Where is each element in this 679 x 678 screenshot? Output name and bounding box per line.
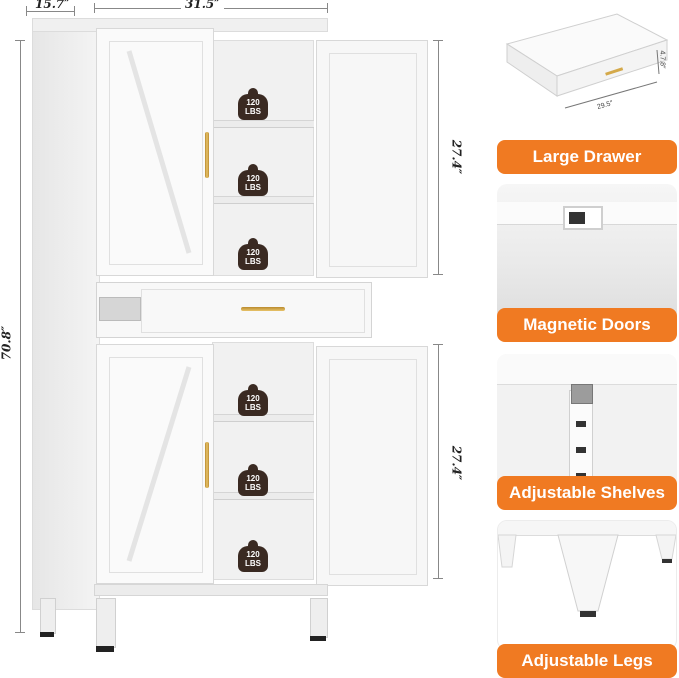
upper-left-door <box>96 28 214 276</box>
lower-height-label: 27.4″ <box>449 442 464 484</box>
weight-value: 120 <box>246 474 260 483</box>
weight-unit: LBS <box>245 483 261 492</box>
lower-interior <box>212 342 314 580</box>
leg-foot <box>40 632 54 637</box>
barn-door-pattern <box>126 50 192 254</box>
lower-right-door-open <box>316 346 428 586</box>
drawer-depth-label: 4.7.8″ <box>658 50 666 69</box>
upper-door-handle <box>205 132 209 178</box>
weight-value: 120 <box>246 248 260 257</box>
leg <box>40 598 56 634</box>
width-label: 31.5″ <box>181 0 224 11</box>
weight-unit: LBS <box>245 559 261 568</box>
leg-illustration <box>498 534 676 617</box>
weight-unit: LBS <box>245 257 261 266</box>
feature-photo-magnetic <box>497 184 677 322</box>
upper-shelf-2 <box>212 196 314 204</box>
weight-unit: LBS <box>245 183 261 192</box>
lower-left-door <box>96 344 214 584</box>
feature-tag-adjustable-shelves: Adjustable Shelves <box>497 476 677 510</box>
feature-photo-legs <box>497 520 677 650</box>
cabinet-base <box>94 584 328 596</box>
drawer-illustration <box>505 13 669 109</box>
drawer-slide-rail <box>99 297 141 321</box>
feature-photo-shelves <box>497 354 677 490</box>
upper-shelf-1 <box>212 120 314 128</box>
magnet-icon <box>563 206 603 230</box>
weight-value: 120 <box>246 98 260 107</box>
leg-foot <box>96 646 114 652</box>
feature-tag-adjustable-legs: Adjustable Legs <box>497 644 677 678</box>
upper-interior <box>212 40 314 276</box>
drawer <box>96 282 372 338</box>
upper-height-label: 27.4″ <box>449 136 464 178</box>
leg <box>310 598 328 638</box>
leg <box>96 598 116 648</box>
shelf-clip-icon <box>571 384 593 404</box>
feature-photo-drawer: 29.5″ 4.7.8″ <box>497 4 677 140</box>
height-label: 70.8″ <box>0 322 14 364</box>
shelf-rail <box>569 390 593 490</box>
feature-tag-large-drawer: Large Drawer <box>497 140 677 174</box>
leg-foot <box>310 636 326 641</box>
weight-value: 120 <box>246 174 260 183</box>
weight-value: 120 <box>246 394 260 403</box>
cabinet-side-panel <box>32 30 100 610</box>
upper-right-door-open <box>316 40 428 278</box>
weight-unit: LBS <box>245 403 261 412</box>
drawer-handle <box>241 307 285 311</box>
barn-door-pattern <box>126 366 192 562</box>
feature-tag-magnetic-doors: Magnetic Doors <box>497 308 677 342</box>
weight-unit: LBS <box>245 107 261 116</box>
lower-door-handle <box>205 442 209 488</box>
weight-value: 120 <box>246 550 260 559</box>
depth-label: 15.7″ <box>32 0 73 11</box>
